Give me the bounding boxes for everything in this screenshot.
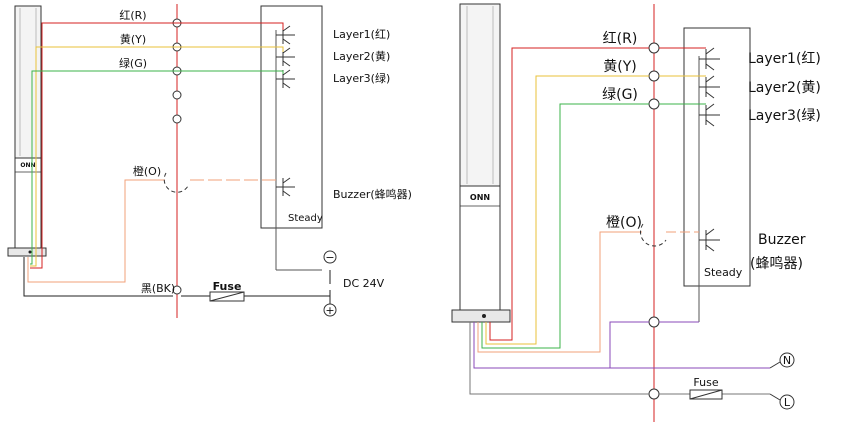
left-transistor-1	[276, 25, 295, 45]
left-transistor-2	[276, 47, 295, 67]
right-tower-light: ONN	[451, 3, 511, 323]
right-buzzer-label: Buzzer	[758, 232, 806, 248]
left-yellow-wire	[30, 46, 284, 267]
right-steady-box	[683, 27, 751, 287]
right-fuse-label: Fuse	[693, 376, 718, 389]
left-transistor-buzzer	[276, 177, 295, 197]
left-layer-3-label: Layer3(绿)	[333, 71, 390, 85]
right-purple-wire	[473, 321, 649, 369]
left-green-label: 绿(G)	[119, 56, 147, 70]
svg-text:−: −	[325, 251, 334, 264]
left-diagram: ONN	[7, 4, 412, 318]
left-transistor-3	[276, 69, 295, 89]
svg-text:N: N	[783, 354, 791, 367]
left-fuse-label: Fuse	[213, 280, 242, 293]
right-orange-wire	[477, 231, 642, 353]
right-red-label: 红(R)	[603, 31, 638, 47]
svg-text:+: +	[325, 304, 334, 317]
left-minus-terminal	[323, 250, 337, 264]
right-red-wire	[489, 47, 649, 341]
left-black-wire	[23, 257, 173, 297]
right-layer-2-label: Layer2(黄)	[748, 79, 821, 96]
left-steady-box	[260, 5, 323, 229]
right-grey-wire	[469, 322, 649, 395]
left-plus-terminal	[323, 303, 337, 317]
right-transistor-1	[699, 47, 720, 71]
left-yellow-label: 黄(Y)	[120, 32, 146, 46]
left-layer-2-label: Layer2(黄)	[333, 49, 390, 63]
left-tower-light: ONN	[7, 5, 47, 257]
right-transistor-buzzer	[699, 228, 720, 252]
right-neutral-terminal	[779, 352, 795, 368]
right-orange-label: 橙(O)	[606, 215, 642, 231]
right-yellow-label: 黄(Y)	[603, 58, 636, 75]
left-orange-wire	[27, 179, 165, 283]
left-green-wire	[30, 70, 284, 265]
right-buzzer-sub-label: (蜂鸣器)	[750, 255, 803, 272]
right-steady-label: Steady	[704, 266, 743, 279]
left-buzzer-label: Buzzer(蜂鸣器)	[333, 187, 412, 201]
right-layer-1-label: Layer1(红)	[748, 51, 821, 67]
right-transistor-3	[699, 103, 720, 127]
right-transistor-2	[699, 75, 720, 99]
right-brand-label: ONN	[470, 193, 490, 202]
left-red-wire	[30, 22, 284, 269]
left-supply-label: DC 24V	[343, 277, 385, 290]
right-green-wire	[481, 103, 649, 349]
left-brand-label: ONN	[20, 162, 35, 169]
left-layer-1-label: Layer1(红)	[333, 28, 390, 41]
right-yellow-wire	[485, 75, 649, 345]
right-live-terminal	[779, 394, 795, 410]
right-layer-3-label: Layer3(绿)	[748, 108, 821, 124]
left-steady-label: Steady	[288, 213, 323, 224]
left-orange-label: 橙(O)	[133, 164, 161, 178]
right-diagram: ONN	[451, 3, 821, 422]
left-black-label: 黑(BK)	[141, 282, 175, 295]
svg-text:L: L	[784, 396, 791, 409]
left-red-label: 红(R)	[119, 9, 146, 22]
right-green-label: 绿(G)	[602, 87, 638, 103]
